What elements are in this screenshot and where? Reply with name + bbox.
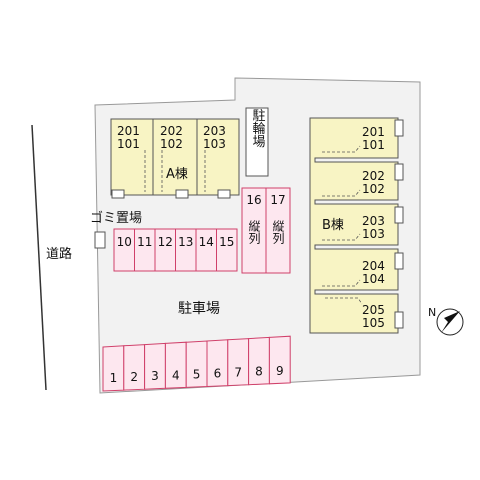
tandem-note: 縦列 [247, 220, 261, 244]
parking-space-number: 4 [172, 368, 180, 382]
bicycle-parking-label: 駐輪場 [250, 109, 266, 148]
unit-number: 203 [203, 124, 226, 138]
unit-number: 201 [117, 124, 140, 138]
unit-number: 201 [362, 125, 385, 139]
parking-space-tandem [265, 187, 291, 274]
bicycle-parking: 駐輪場 [245, 107, 269, 177]
unit-number: 205 [362, 303, 385, 317]
unit-number: 203 [362, 214, 385, 228]
parking-space-number: 2 [130, 370, 138, 384]
parking-vertical-spaces: 16 縦列 17 縦列 [241, 187, 291, 274]
parking-space-number: 12 [158, 235, 173, 249]
parking-space-number: 16 [246, 193, 261, 207]
unit-number: 105 [362, 316, 385, 330]
unit-number: 204 [362, 259, 385, 273]
building-a-porch [217, 189, 231, 199]
building-b-porch [394, 163, 404, 181]
unit-number: 104 [362, 272, 385, 286]
building-b-porch [394, 311, 404, 329]
building-b-porch [394, 119, 404, 137]
garbage-label: ゴミ置場 [90, 210, 142, 226]
parking-space-number: 1 [110, 371, 118, 385]
parking-space-number: 7 [234, 366, 242, 380]
parking-space-number: 6 [214, 367, 222, 381]
building-a-porch [111, 189, 125, 199]
north-arrow-icon: N [428, 306, 464, 336]
svg-text:道路: 道路 [46, 246, 72, 262]
north-label: N [428, 306, 436, 319]
parking-space-tandem [241, 187, 267, 274]
unit-number: 101 [362, 138, 385, 152]
parking-space-number: 8 [255, 365, 263, 379]
parking-space-number: 9 [276, 364, 284, 378]
stair-hint [322, 145, 361, 287]
parking-space-number: 5 [193, 367, 201, 381]
garbage-area: ゴミ置場 [90, 210, 142, 249]
parking-space [216, 228, 238, 272]
building-a-label: A棟 [166, 167, 188, 182]
parking-space-number: 11 [137, 235, 152, 249]
road-label: 道路 [46, 246, 72, 262]
road-edge [31, 124, 47, 391]
building-b-label: B棟 [322, 218, 344, 233]
parking-space [268, 335, 291, 385]
building-a: 201 101 202 102 203 103 A棟 [110, 118, 240, 199]
parking-space-number: 3 [151, 369, 159, 383]
parking-space-number: 15 [219, 235, 234, 249]
parking-space-number: 13 [178, 235, 193, 249]
tandem-note: 縦列 [271, 220, 285, 244]
building-a-body [110, 118, 240, 196]
unit-number: 102 [362, 182, 385, 196]
parking-space-number: 17 [270, 193, 285, 207]
unit-number: 101 [117, 137, 140, 151]
stair-hint [325, 297, 363, 305]
parking-area-label: 駐車場 [178, 300, 220, 317]
building-a-porch [175, 189, 189, 199]
building-b-body [309, 117, 399, 334]
garbage-box [94, 231, 106, 249]
parking-space-number: 10 [117, 235, 132, 249]
parking-space-number: 14 [199, 235, 214, 249]
building-b-porch [394, 206, 404, 224]
unit-number: 102 [160, 137, 183, 151]
unit-number: 202 [160, 124, 183, 138]
unit-number: 202 [362, 169, 385, 183]
unit-number: 103 [362, 227, 385, 241]
unit-number: 103 [203, 137, 226, 151]
building-b-porch [394, 252, 404, 270]
parking-row-middle: 10 11 12 13 14 15 [113, 228, 238, 272]
building-b: 201 101 202 102 203 103 204 104 205 105 … [309, 117, 404, 334]
